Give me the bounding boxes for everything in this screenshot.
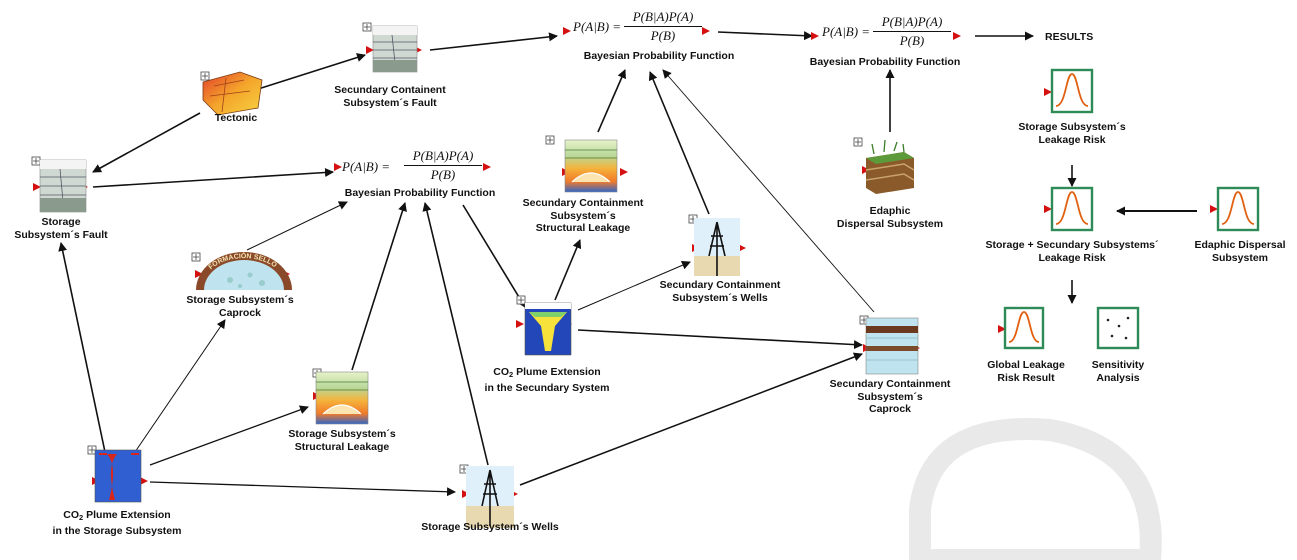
formula-fraction: P(B|A)P(A) P(B) [873,14,951,49]
formula-numerator: P(B|A)P(A) [624,9,702,27]
risk-combined-label: Storage + Secundary Subsystems´Leakage R… [985,239,1159,264]
port-out [702,27,710,35]
port-in [33,183,41,191]
formula-lhs: P(A|B) = [573,19,622,34]
risk-combined-icon [1050,186,1094,232]
port-out [953,32,961,40]
expand-box-icon [31,156,41,166]
edaphic-picture [865,139,915,194]
storage-caprock-picture: FORMACIÓN SELLO [196,251,292,290]
arrow-plume1-to-storagestruct [149,405,309,466]
port-in [516,320,524,328]
storage-wells-picture [466,466,514,528]
results-label: RESULTS [1045,31,1094,43]
port-in [366,46,374,54]
arrows [58,31,1197,497]
port-in [334,163,342,171]
sec-caprock-picture [865,317,919,375]
expand-box-icon [200,71,210,81]
arrow-plume1-to-storagewells [149,481,456,497]
arrow-seccaprock-to-bpftop [662,69,875,313]
tectonic-picture [202,71,263,116]
formula-denominator: P(B) [430,167,456,182]
storage-fault-picture [39,159,87,213]
arrow-tectonic-to-secfault [254,53,366,91]
formula-lhs: P(A|B) = [342,159,391,174]
risk-storage-icon [1050,68,1094,114]
expand-box-icon [362,22,372,32]
expand-box-icon [545,135,555,145]
formula-fraction: P(B|A)P(A) P(B) [404,148,482,183]
arrow-tectonic-to-storagefault [92,112,201,173]
arrow-bpfmid-to-plume2 [462,204,526,308]
port-out [140,477,148,485]
formula-denominator: P(B) [650,28,676,43]
storage-wells-label: Storage Subsystem´s Wells [421,521,559,533]
expand-box-icon [516,295,526,305]
risk-global-icon [1003,306,1045,350]
formula-lhs: P(A|B) = [822,24,871,39]
formula-fraction: P(B|A)P(A) P(B) [624,9,702,44]
influence-diagram: FORMACIÓN SELLO [31,22,1260,528]
arrow-plume2-to-secstruct [554,239,582,301]
port-in [1044,88,1052,96]
sensitivity-icon [1096,306,1140,350]
sec-structural-picture [564,139,618,193]
arrow-caprock-to-bpfmid [246,201,348,251]
plume-storage-label: CO2 Plume Extension in the Storage Subsy… [52,509,182,537]
expand-box-icon [191,252,201,262]
arrow-secwells-to-bpftop [648,71,710,215]
port-in [563,27,571,35]
storage-structural-picture [315,371,369,425]
port-out [483,163,491,171]
sec-wells-picture [694,218,740,276]
plume-secundary-picture [524,302,572,356]
arrow-secstruct-to-bpftop [597,69,626,133]
formula-caption: Bayesian Probability Function [809,56,961,68]
arrow-secfault-to-bpf-top [429,32,558,51]
port-out [620,168,628,176]
port-in [1044,205,1052,213]
arrow-storagestruct-to-bpfmid [351,202,407,371]
plume-secundary-label: CO2 Plume Extension in the Secundary Sys… [484,366,610,394]
arrow-plume2-to-secwells [577,261,691,311]
port-in [1210,205,1218,213]
formula-numerator: P(B|A)P(A) [873,14,951,32]
arrow-plume1-to-storagefault [58,242,106,453]
arrow-storagewells-to-bpfmid [422,202,489,466]
expand-box-icon [853,137,863,147]
arrow-storagefault-to-bpfmid [92,168,334,188]
arrow-plume2-to-seccaprock [577,329,863,350]
formula-denominator: P(B) [899,33,925,48]
port-in [998,325,1006,333]
formula-caption: Bayesian Probability Function [344,187,496,199]
tectonic-label: Tectonic [214,112,258,124]
arrow-storagewells-to-seccaprock [519,352,863,486]
arrow-plume1-to-caprock [134,319,226,453]
plume-storage-picture [94,449,142,503]
arrow-bpftop-to-bpfright [717,31,813,41]
port-in [811,32,819,40]
formula-numerator: P(B|A)P(A) [404,148,482,166]
formula-caption: Bayesian Probability Function [583,50,735,62]
secundary-fault-picture [372,25,418,73]
risk-edaphic-icon [1216,186,1260,232]
port-in [195,270,203,278]
